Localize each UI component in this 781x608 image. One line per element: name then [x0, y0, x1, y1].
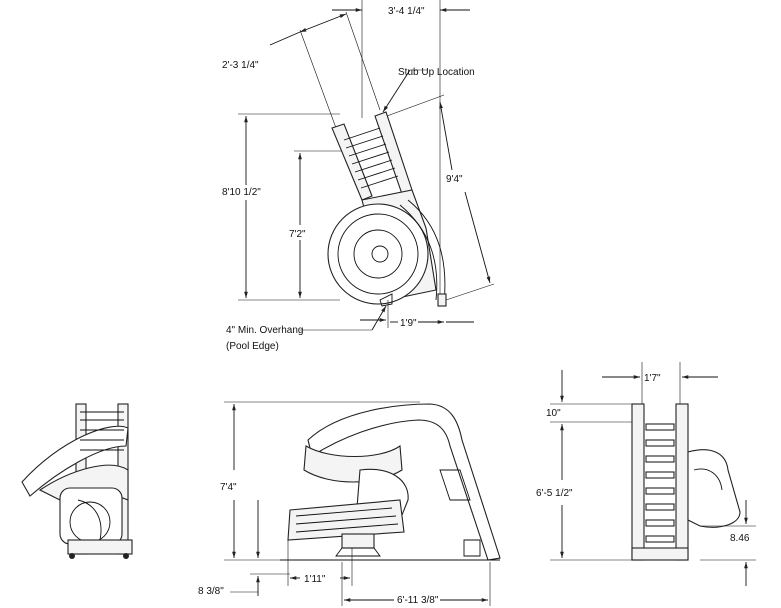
dim-height-mid: 7'2"	[289, 229, 306, 240]
dim-ladder-height: 6'-5 1/2"	[536, 488, 573, 499]
dim-diag-len: 9'4"	[446, 174, 463, 185]
dim-angle-width: 2'-3 1/4"	[222, 60, 259, 71]
overhang-label: 4" Min. Overhang	[226, 325, 303, 336]
stub-up-label: Stub Up Location	[398, 67, 475, 78]
side-view: 7'4" 8 3/8" 1'11" 6'-11 3/8"	[198, 401, 501, 606]
dim-side-height: 7'4"	[220, 482, 237, 493]
dim-front-width: 1'7"	[644, 373, 661, 384]
dim-height-total: 8'10 1/2"	[222, 187, 261, 198]
dim-exit-height: 8 3/8"	[198, 586, 224, 597]
front-ladder-rungs	[645, 423, 675, 543]
dim-exit-len: 1'11"	[304, 574, 326, 585]
end-view	[21, 403, 133, 559]
front-view: 1'7" 10" 6'-5 1/2" 8.46	[536, 362, 756, 586]
dim-width-top: 3'-4 1/4"	[388, 6, 425, 17]
dim-total-len: 6'-11 3/8"	[397, 595, 439, 606]
dim-front-exit: 8.46	[730, 533, 750, 544]
top-view: 3'-4 1/4" 2'-3 1/4" Stub Up Location 8'1…	[222, 0, 495, 352]
overhang-sub-label: (Pool Edge)	[226, 341, 279, 352]
dim-base-width: 1'9"	[400, 318, 417, 329]
ladder-rungs	[343, 127, 399, 189]
dim-top-gap: 10"	[546, 408, 561, 419]
